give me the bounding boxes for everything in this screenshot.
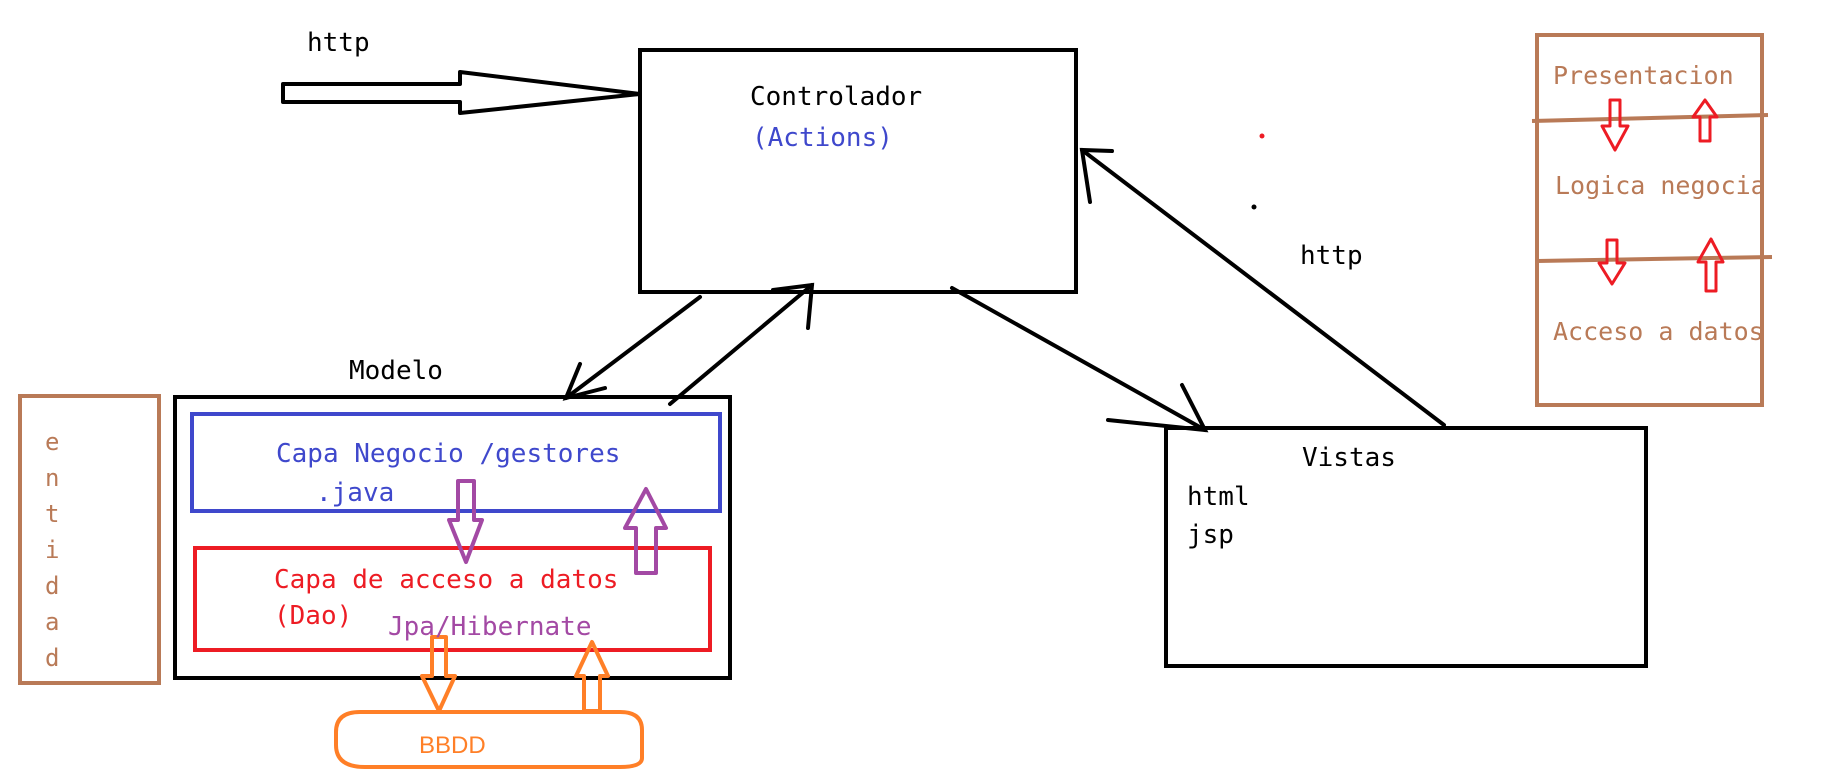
modelo-to-controlador-arrow [668,282,815,406]
capa-acceso-label: Capa de acceso a datos [274,565,619,595]
http-input-arrow [281,70,642,115]
black-dot [1251,204,1257,210]
logica-negocia-label: Logica negocia [1555,171,1766,200]
vistas-box [1164,426,1648,668]
bbdd-shape [334,710,644,769]
presentacion-label: Presentacion [1553,61,1734,90]
legend-arrow-down-2 [1597,238,1627,286]
html-label: html [1187,482,1250,512]
http-right-label: http [1300,241,1363,271]
capa-negocio-label: Capa Negocio /gestores [276,439,621,469]
controlador-label: Controlador [750,82,923,112]
controlador-to-vistas-arrow [950,286,1209,433]
modelo-label: Modelo [349,356,443,386]
entidad-letter: d [45,572,60,600]
java-label: .java [316,478,395,508]
entidad-box [18,394,161,685]
capa-acceso-box [193,546,712,652]
purple-arrow-up [623,487,668,575]
entidad-letter: i [45,536,60,564]
controlador-box [638,48,1078,294]
layers-legend-box [1535,33,1764,407]
actions-label: (Actions) [752,123,893,153]
legend-arrow-up-1 [1691,98,1719,143]
entidad-letter: a [45,608,60,636]
acceso-datos-label: Acceso a datos [1553,317,1764,346]
entidad-letter: t [45,500,60,528]
legend-arrow-up-2 [1696,237,1725,293]
bbdd-label: BBDD [419,732,486,759]
vistas-to-controlador-arrow [1079,147,1446,427]
legend-divider-1 [1531,113,1769,123]
vistas-label: Vistas [1302,443,1396,473]
entidad-letter: d [45,644,60,672]
legend-divider-2 [1536,255,1773,263]
red-dot [1259,133,1265,139]
controlador-to-modelo-arrow [562,295,702,401]
legend-arrow-down-1 [1600,98,1630,152]
entidad-letter: e [45,428,60,456]
jpa-label: Jpa/Hibernate [388,612,592,642]
orange-arrow-up [574,640,610,713]
dao-label: (Dao) [274,601,353,631]
jsp-label: jsp [1187,520,1234,550]
entidad-letter: n [45,464,60,492]
http-top-label: http [307,28,370,58]
orange-arrow-down [420,635,457,713]
purple-arrow-down [447,479,484,564]
